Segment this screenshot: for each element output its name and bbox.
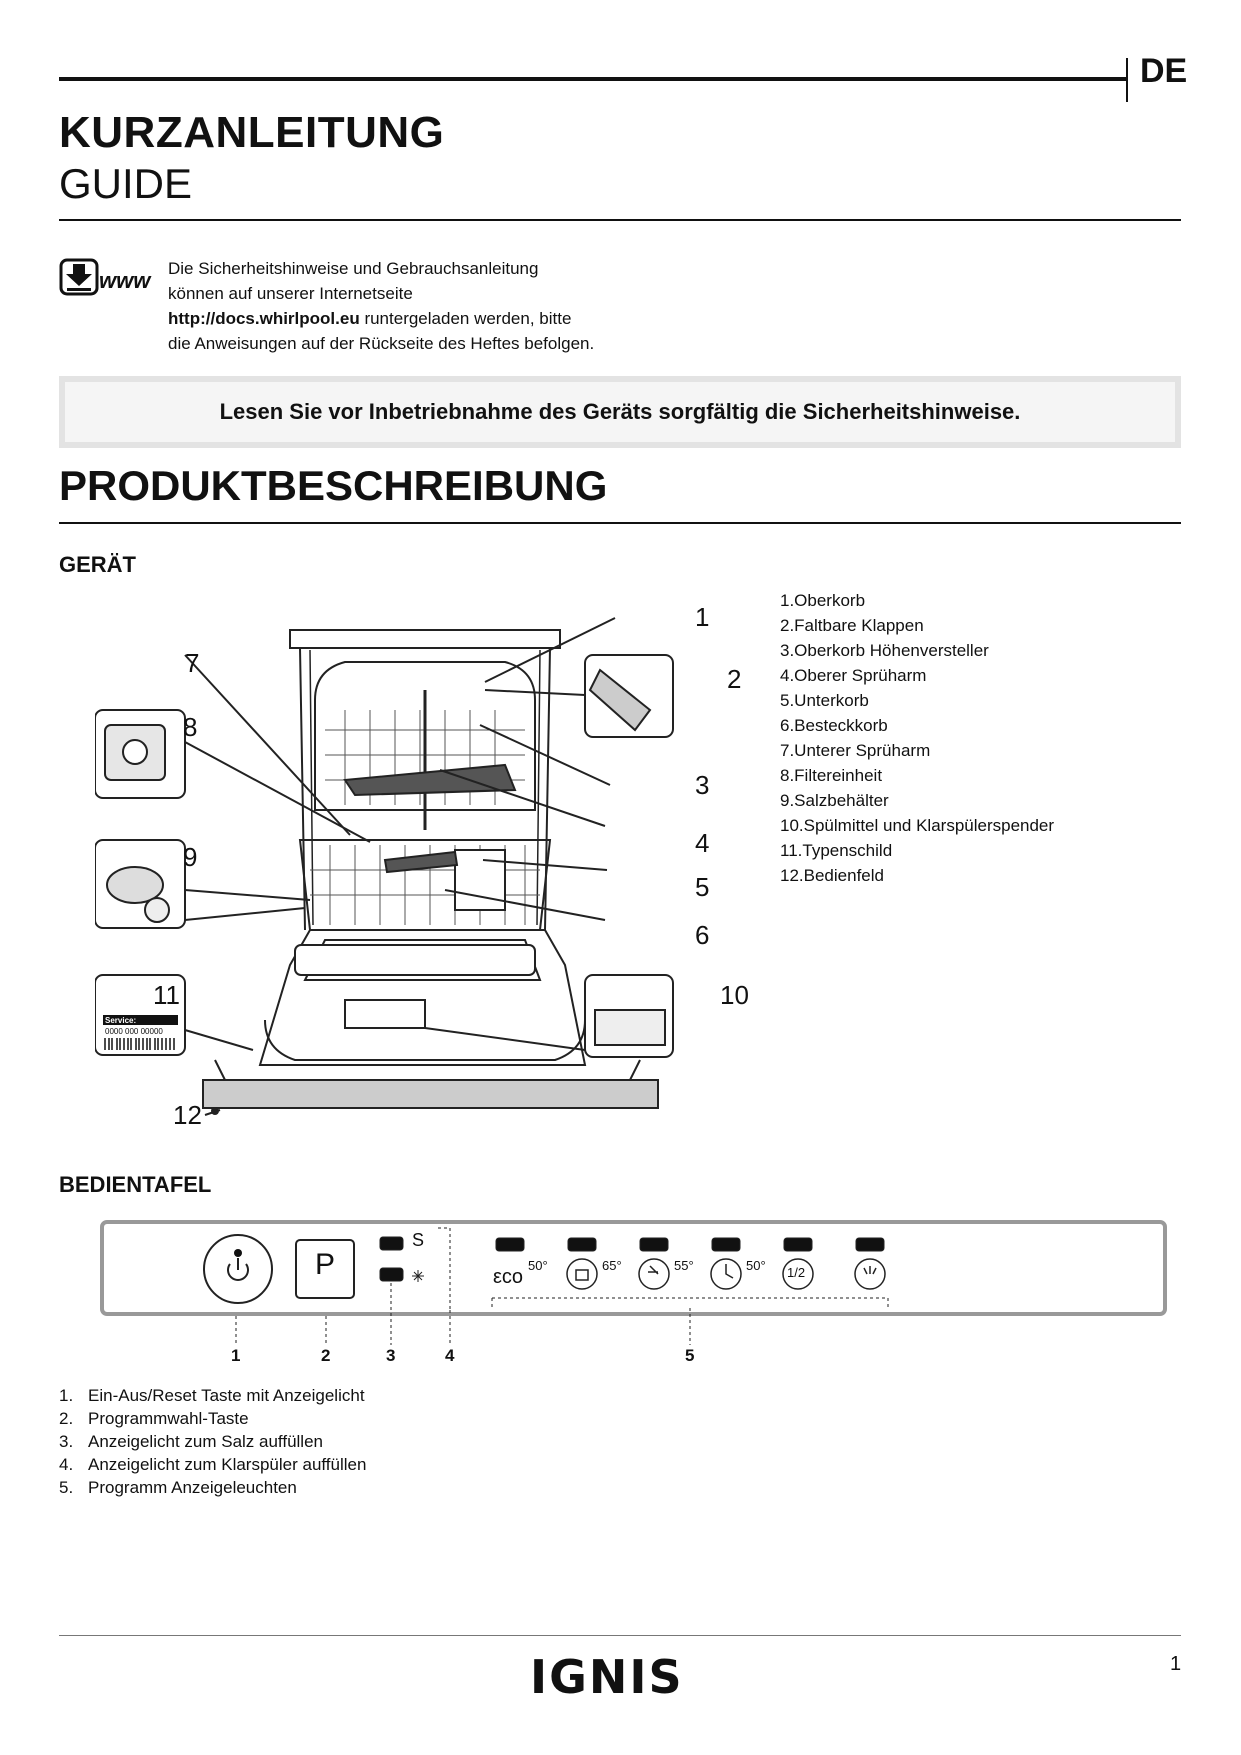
callout-12: 12 xyxy=(173,1100,202,1130)
callout-1: 1 xyxy=(695,602,710,632)
list-item: 8.Filtereinheit xyxy=(780,766,883,785)
panel-callout-5: 5 xyxy=(685,1346,695,1365)
list-item: 4.Anzeigelicht zum Klarspüler auffüllen xyxy=(59,1455,367,1474)
panel-callout-2: 2 xyxy=(321,1346,331,1365)
typenschild-service: Service: xyxy=(105,1016,137,1025)
control-list: 1.Ein-Aus/Reset Taste mit Anzeigelicht 2… xyxy=(59,1384,366,1499)
safety-warning-text: Lesen Sie vor Inbetriebnahme des Geräts … xyxy=(65,382,1175,442)
list-item: 10.Spülmittel und Klarspülerspender xyxy=(780,816,1055,835)
program-temp-4: 50° xyxy=(746,1258,766,1273)
page-number: 1 xyxy=(1170,1653,1182,1675)
eco-icon: εco xyxy=(493,1266,524,1288)
list-item: 5.Unterkorb xyxy=(780,691,869,710)
callout-10: 10 xyxy=(720,980,749,1010)
callout-4: 4 xyxy=(695,828,710,858)
panel-callout-1: 1 xyxy=(231,1346,241,1365)
docs-url[interactable]: http://docs.whirlpool.eu xyxy=(168,309,360,328)
docs-line3: http://docs.whirlpool.eu runtergeladen w… xyxy=(168,306,688,331)
list-item: 2.Faltbare Klappen xyxy=(780,616,924,635)
panel-callout-4: 4 xyxy=(445,1346,455,1365)
program-temp-1: 50° xyxy=(528,1258,548,1273)
page-subtitle: GUIDE xyxy=(59,160,193,207)
safety-warning-box: Lesen Sie vor Inbetriebnahme des Geräts … xyxy=(59,376,1181,448)
callout-6: 6 xyxy=(695,920,710,950)
salt-indicator-symbol: S xyxy=(412,1230,425,1250)
callout-9: 9 xyxy=(183,842,198,872)
typenschild-number: 0000 000 00000 xyxy=(105,1027,163,1036)
panel-callout-3: 3 xyxy=(386,1346,396,1365)
control-panel-diagram: P S εco 50° 65° 55° 50° 1/2 1 2 3 4 5 xyxy=(100,1220,1170,1370)
section-rule xyxy=(59,522,1181,524)
docs-line2: können auf unserer Internetseite xyxy=(168,284,413,303)
callout-5: 5 xyxy=(695,872,710,902)
callout-8: 8 xyxy=(183,712,198,742)
list-item: 5.Programm Anzeigeleuchten xyxy=(59,1478,297,1497)
docs-line3-rest: runtergeladen werden, bitte xyxy=(359,309,572,328)
www-label: www xyxy=(99,268,152,293)
list-item: 7.Unterer Sprüharm xyxy=(780,741,931,760)
list-item: 9.Salzbehälter xyxy=(780,791,889,810)
list-item: 3.Oberkorb Höhenversteller xyxy=(780,641,989,660)
footer-rule xyxy=(59,1635,1181,1636)
callout-3: 3 xyxy=(695,770,710,800)
program-temp-3: 55° xyxy=(674,1258,694,1273)
list-item: 1.Ein-Aus/Reset Taste mit Anzeigelicht xyxy=(59,1386,365,1405)
list-item: 11.Typenschild xyxy=(780,841,893,860)
title-rule xyxy=(59,219,1181,221)
callout-11: 11 xyxy=(153,980,180,1010)
list-item: 2.Programmwahl-Taste xyxy=(59,1409,249,1428)
program-button[interactable]: P xyxy=(314,1248,335,1281)
power-button[interactable] xyxy=(204,1235,272,1303)
brand-logo: IGNIS xyxy=(530,1650,684,1704)
page-title: KURZANLEITUNG xyxy=(59,108,445,157)
list-item: 1.Oberkorb xyxy=(780,591,866,610)
callout-7: 7 xyxy=(185,648,200,678)
half-load-icon: 1/2 xyxy=(787,1265,806,1280)
language-code: DE xyxy=(1140,52,1188,90)
download-icon: www xyxy=(59,258,159,298)
list-item: 3.Anzeigelicht zum Salz auffüllen xyxy=(59,1432,323,1451)
callout-2: 2 xyxy=(727,664,742,694)
top-rule-tick xyxy=(1126,58,1128,102)
parts-list: 1.Oberkorb 2.Faltbare Klappen 3.Oberkorb… xyxy=(780,588,1054,888)
bedientafel-heading: BEDIENTAFEL xyxy=(59,1172,212,1197)
list-item: 6.Besteckkorb xyxy=(780,716,888,735)
geraet-heading: GERÄT xyxy=(59,552,136,577)
list-item: 12.Bedienfeld xyxy=(780,866,884,885)
list-item: 4.Oberer Sprüharm xyxy=(780,666,927,685)
dishwasher-diagram: 1 2 3 4 5 6 7 8 9 10 11 12 Service: 0000… xyxy=(94,590,755,1150)
docs-line4: die Anweisungen auf der Rückseite des He… xyxy=(168,334,595,353)
top-rule xyxy=(59,77,1126,81)
docs-text: Die Sicherheitshinweise und Gebrauchsanl… xyxy=(168,256,688,356)
section-title: PRODUKTBESCHREIBUNG xyxy=(59,462,608,509)
program-temp-2: 65° xyxy=(602,1258,622,1273)
docs-line1: Die Sicherheitshinweise und Gebrauchsanl… xyxy=(168,259,539,278)
